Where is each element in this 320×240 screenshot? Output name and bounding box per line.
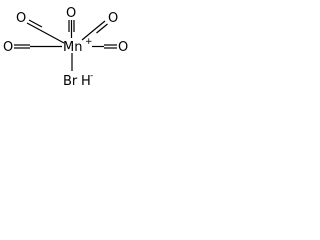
- bromide-charge: -: [90, 71, 93, 81]
- mn-c-bond-upper-right: [81, 29, 95, 41]
- oxygen-left-label: O: [3, 40, 13, 55]
- co-double-upper-left-b: [28, 19, 43, 28]
- manganese-center: Mn +: [63, 37, 93, 55]
- carbonyl-top: O: [66, 6, 76, 38]
- carbonyl-left: O: [3, 40, 62, 55]
- carbonyl-upper-left: O: [16, 11, 65, 44]
- hydrogen-label: H: [81, 74, 91, 89]
- co-double-upper-right-a: [93, 20, 106, 31]
- oxygen-right-label: O: [118, 40, 128, 55]
- bromide-ligand: Br H -: [63, 71, 93, 89]
- oxygen-upper-right-label: O: [108, 11, 118, 26]
- bromine-label: Br: [63, 74, 78, 89]
- oxygen-top-label: O: [66, 6, 76, 21]
- carbonyl-right: O: [92, 40, 128, 55]
- oxygen-upper-left-label: O: [16, 11, 26, 26]
- manganese-label: Mn: [63, 40, 82, 55]
- mn-c-bond-upper-left: [39, 29, 65, 44]
- molecule-structure-diagram: O O O O O Mn + Br H: [3, 6, 128, 89]
- co-double-upper-left-a: [26, 22, 41, 31]
- manganese-charge: +: [85, 37, 93, 47]
- carbonyl-upper-right: O: [81, 11, 118, 41]
- co-double-upper-right-b: [96, 23, 108, 34]
